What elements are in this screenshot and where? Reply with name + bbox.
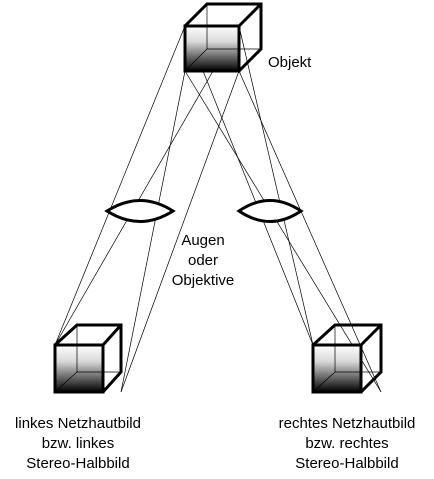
lenses-label-line3: Objektive [172, 272, 235, 289]
light-rays [54, 25, 382, 393]
lenses-label-line2: oder [188, 252, 218, 269]
right-image-label: rechtes Netzhautbild bzw. rechtes Stereo… [279, 415, 416, 472]
left-image-label-line3: Stereo-Halbbild [26, 455, 129, 472]
right-image-cube [311, 323, 383, 394]
ray-left-b [120, 70, 240, 393]
ray-right-a [184, 25, 314, 346]
left-image-label-line1: linkes Netzhautbild [15, 415, 141, 432]
ray-left-a [54, 25, 186, 346]
ray-left-d [54, 25, 240, 346]
lenses-label-line1: Augen [181, 232, 224, 249]
left-image-cube-front-face [55, 345, 103, 392]
left-image-label: linkes Netzhautbild bzw. linkes Stereo-H… [15, 415, 141, 472]
ray-left-c [120, 70, 186, 393]
ray-right-d [238, 25, 314, 346]
right-image-label-line3: Stereo-Halbbild [295, 455, 398, 472]
ray-right-b [238, 70, 382, 393]
object-cube-front-face [185, 26, 239, 71]
right-image-label-line1: rechtes Netzhautbild [279, 415, 416, 432]
right-lens [236, 199, 304, 223]
right-image-label-line2: bzw. rechtes [305, 435, 388, 452]
ray-right-c [184, 70, 382, 393]
object-cube [183, 2, 263, 73]
left-image-label-line2: bzw. linkes [42, 435, 115, 452]
lenses-label: Augen oder Objektive [172, 232, 235, 289]
object-label: Objekt [268, 54, 312, 71]
left-image-cube [53, 323, 123, 394]
left-lens [104, 199, 176, 223]
right-image-cube-front-face [313, 345, 361, 392]
